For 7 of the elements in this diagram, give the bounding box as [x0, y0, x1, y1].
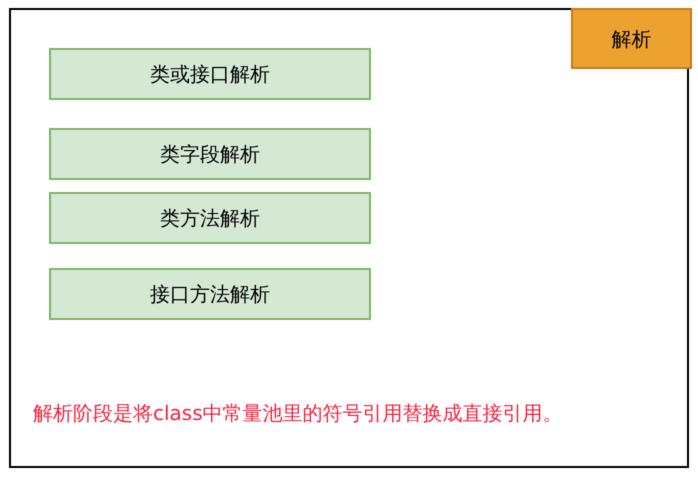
stage-box: 解析	[571, 8, 692, 69]
process-box: 类或接口解析	[49, 48, 371, 100]
process-box: 类方法解析	[49, 192, 371, 244]
process-box: 接口方法解析	[49, 268, 371, 320]
frame-box	[9, 8, 689, 468]
note-text: 解析阶段是将class中常量池里的符号引用替换成直接引用。	[33, 400, 563, 427]
process-box: 类字段解析	[49, 128, 371, 180]
